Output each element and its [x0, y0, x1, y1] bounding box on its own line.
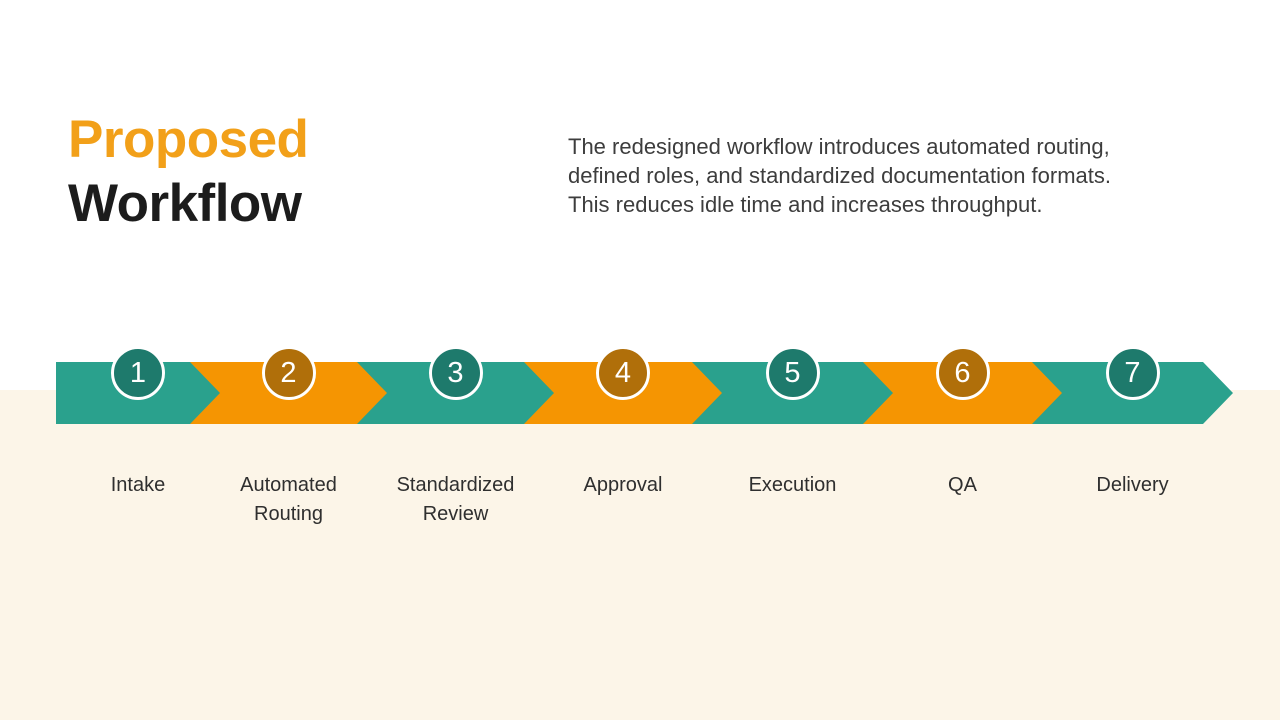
step-label-6: QA: [948, 474, 977, 496]
lower-background-band: [0, 390, 1280, 720]
step-label-5: Execution: [748, 474, 837, 496]
step-number-badge-7: 7: [1105, 346, 1160, 400]
slide-title-main-line: Workflow: [68, 174, 302, 233]
step-label-3: Standardized Review: [396, 474, 515, 525]
step-number-badge-6: 6: [935, 346, 990, 400]
slide-title-accent-line: Proposed: [68, 110, 309, 169]
step-number-badge-3: 3: [428, 346, 483, 400]
step-number-badge-2: 2: [261, 346, 316, 400]
step-label-1: Intake: [110, 474, 166, 496]
step-number-badge-4: 4: [596, 346, 650, 400]
step-label-7: Delivery: [1096, 474, 1169, 496]
step-number-badge-1: 1: [111, 346, 165, 400]
step-label-2: Automated Routing: [240, 474, 337, 525]
step-number-badge-5: 5: [765, 346, 820, 400]
slide-description: The redesigned workflow introduces autom…: [568, 134, 1111, 217]
step-label-4: Approval: [583, 474, 663, 496]
